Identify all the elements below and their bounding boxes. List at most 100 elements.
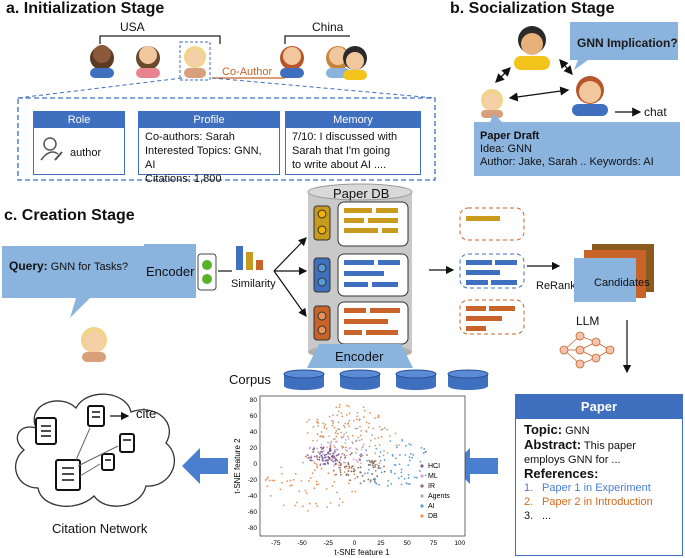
- tsne-point: [322, 422, 324, 425]
- tsne-point: [369, 411, 371, 414]
- tsne-point: [312, 448, 315, 451]
- tsne-point: [340, 412, 343, 415]
- tsne-point: [324, 459, 327, 462]
- tsne-point: [332, 464, 335, 467]
- candidates-stack: [574, 244, 654, 302]
- tsne-point: [390, 483, 393, 485]
- tsne-point: [374, 464, 377, 466]
- tsne-point: [357, 466, 360, 469]
- tsne-point: [338, 428, 341, 431]
- tsne-point: [298, 490, 301, 493]
- tsne-point: [339, 473, 342, 476]
- tsne-point: [405, 444, 407, 447]
- tsne-point: [319, 435, 322, 438]
- tsne-point: [365, 421, 368, 424]
- similarity-label: Similarity: [231, 278, 276, 290]
- agent-face-right: [572, 76, 608, 116]
- tsne-point: [344, 438, 347, 441]
- tsne-point: [267, 476, 269, 479]
- author-face-selected: [179, 41, 211, 81]
- tsne-ytick-label: -60: [248, 509, 258, 516]
- tsne-point: [386, 484, 389, 487]
- tsne-point: [371, 434, 373, 437]
- tsne-point: [320, 446, 322, 449]
- tsne-point: [319, 453, 321, 455]
- tsne-point: [374, 459, 377, 462]
- tsne-point: [391, 453, 394, 456]
- tsne-point: [352, 458, 355, 461]
- socialization-diagram: [481, 22, 678, 118]
- tsne-xtick-label: 75: [430, 540, 438, 547]
- tsne-point: [329, 447, 332, 450]
- profile-panel: Profile Co-authors: Sarah Interested Top…: [138, 111, 280, 185]
- tsne-point: [409, 459, 411, 462]
- tsne-point: [353, 473, 356, 476]
- tsne-point: [315, 480, 318, 483]
- speech-bubble: [570, 22, 678, 70]
- tsne-point: [383, 465, 385, 468]
- tsne-point: [313, 469, 316, 472]
- tsne-point: [312, 426, 315, 428]
- tsne-point: [398, 444, 400, 447]
- tsne-point: [338, 403, 341, 406]
- tsne-point: [309, 477, 312, 479]
- tsne-point: [315, 456, 318, 459]
- paper-output-box: Paper Topic: GNN Abstract: This paper em…: [515, 394, 683, 556]
- tsne-point: [341, 501, 344, 504]
- tsne-point: [316, 458, 319, 461]
- tsne-point: [323, 456, 326, 459]
- tsne-point: [340, 456, 342, 459]
- tsne-point: [371, 473, 374, 475]
- tsne-point: [343, 433, 346, 436]
- tsne-point: [369, 464, 372, 466]
- tsne-point: [300, 480, 303, 482]
- tsne-point: [375, 447, 378, 450]
- tsne-point: [304, 455, 307, 458]
- tsne-point: [328, 435, 330, 438]
- tsne-point: [407, 477, 410, 479]
- profile-line: Interested Topics: GNN, AI: [145, 145, 262, 171]
- tsne-point: [343, 426, 346, 429]
- tsne-point: [377, 436, 380, 439]
- tsne-point: [304, 489, 307, 492]
- tsne-point: [380, 435, 383, 438]
- tsne-point: [347, 438, 350, 440]
- paper-db-cylinder: [307, 183, 413, 360]
- tsne-point: [374, 452, 377, 455]
- tsne-legend-label: Agents: [428, 493, 450, 500]
- tsne-point: [335, 406, 338, 409]
- llm-network-icon: [559, 331, 615, 369]
- tsne-point: [348, 425, 351, 428]
- tsne-point: [347, 423, 349, 425]
- tsne-point: [329, 449, 332, 452]
- tsne-point: [326, 446, 329, 449]
- tsne-point: [313, 487, 316, 490]
- tsne-point: [322, 446, 325, 449]
- tsne-point: [360, 453, 363, 456]
- tsne-point: [420, 446, 423, 449]
- tsne-point: [308, 418, 311, 421]
- tsne-point: [316, 455, 318, 457]
- tsne-point: [350, 466, 353, 469]
- tsne-point: [322, 435, 325, 438]
- tsne-point: [342, 424, 345, 427]
- tsne-point: [348, 447, 351, 450]
- tsne-xlabel: t-SNE feature 1: [334, 548, 390, 557]
- tsne-point: [356, 461, 359, 463]
- tsne-point: [336, 414, 339, 416]
- tsne-point: [415, 476, 418, 479]
- tsne-point: [378, 455, 381, 458]
- draft-author: Author: Jake, Sarah .. Keywords: AI: [480, 156, 654, 168]
- tsne-point: [363, 409, 366, 412]
- tsne-point: [358, 418, 361, 421]
- tsne-point: [401, 438, 403, 441]
- tsne-point: [349, 446, 352, 449]
- bubble-text: GNN Implication?: [577, 36, 678, 50]
- tsne-point: [351, 490, 354, 493]
- author-face-4: [280, 46, 304, 78]
- tsne-point: [281, 481, 283, 484]
- tsne-point: [372, 466, 375, 469]
- tsne-point: [271, 479, 274, 482]
- tsne-point: [359, 471, 362, 474]
